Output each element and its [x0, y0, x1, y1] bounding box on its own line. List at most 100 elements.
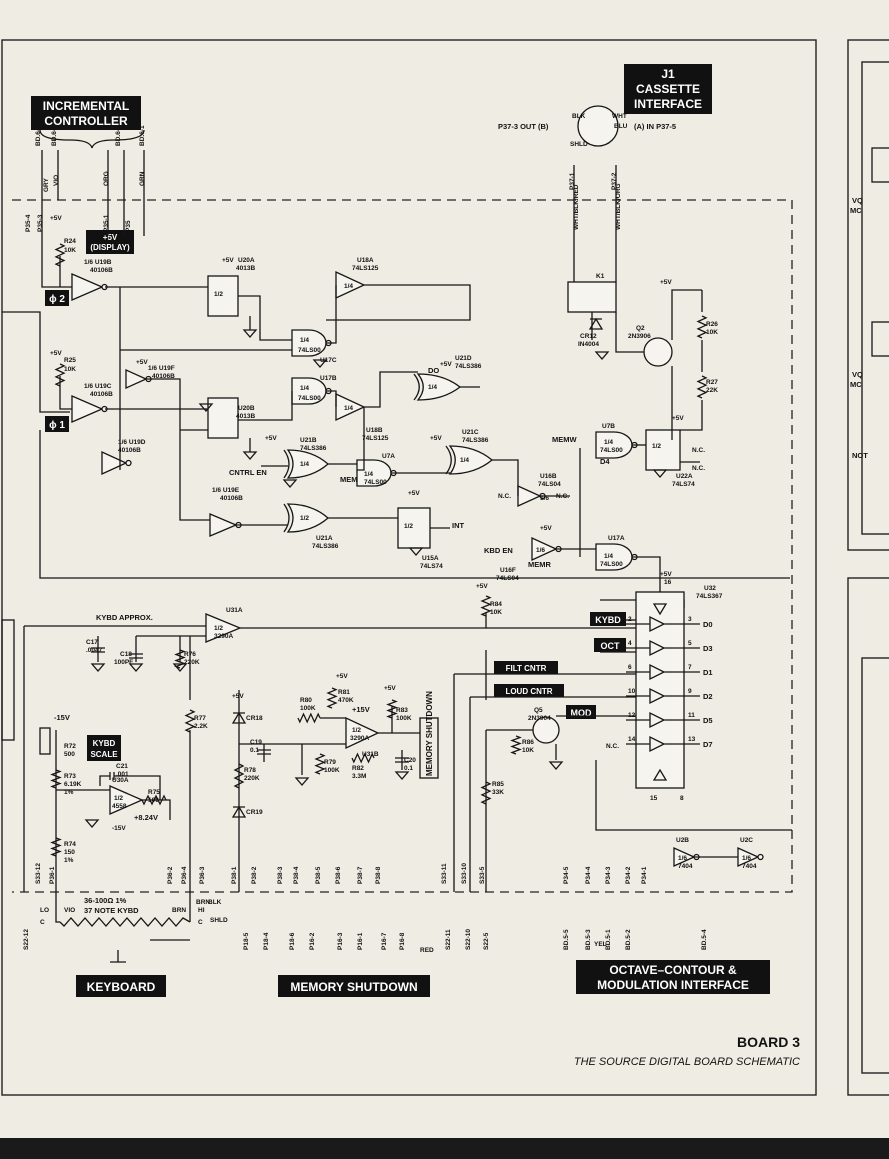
kybd-signal-block: [590, 612, 626, 626]
bottom-connector-P16-8: P16-8: [399, 932, 406, 950]
component-label-116: .001: [116, 771, 129, 778]
kybd-scale-line2: SCALE: [90, 750, 118, 759]
memr-2: MEMR: [528, 560, 551, 569]
u30a-amp: [109, 785, 144, 815]
incremental-line2: CONTROLLER: [44, 114, 128, 128]
component-label-140: C20: [404, 757, 416, 764]
j1-line3: INTERFACE: [634, 97, 702, 111]
component-label-44: U21C: [462, 429, 479, 436]
keyboard-block: [76, 975, 166, 997]
incremental-line1: INCREMENTAL: [43, 99, 129, 113]
component-label-124: R78: [244, 767, 256, 774]
wire-color-YEL: YEL: [594, 941, 607, 948]
u32-output-D3: D3: [703, 644, 713, 653]
r73-resistor: [50, 769, 62, 789]
bottom-connector-P34-5: P34-5: [563, 866, 570, 884]
u32-pin-15: 15: [650, 795, 658, 802]
kybd-scale-block: [87, 735, 121, 761]
r27-resistor: [696, 375, 708, 399]
wire-67: [555, 715, 636, 760]
component-label-82: Q2: [636, 325, 645, 332]
wire-color-BRN: BRN: [196, 899, 210, 906]
component-label-102: 220K: [184, 659, 200, 666]
r25-resistor: [54, 363, 66, 387]
wire-color-BLK: BLK: [572, 113, 586, 120]
bottom-connector-S22-5: S22-5: [483, 932, 490, 950]
wire-38: [671, 289, 702, 340]
component-label-30: 74LS00: [298, 347, 321, 354]
oct-signal-label: OCT: [601, 641, 621, 651]
bottom-connector-P18-5: P18-5: [243, 932, 250, 950]
component-label-146: 2N3904: [528, 715, 551, 722]
component-label-92: R84: [490, 601, 502, 608]
component-label-52: 74LS00: [364, 479, 387, 486]
controller-brace: [39, 129, 145, 149]
wire-color-ORG: ORG: [103, 171, 110, 186]
octave-interface-block: [576, 960, 770, 994]
u32-pin-out-0: 3: [688, 616, 692, 623]
top-connector-BD.6-3: BD.6-3: [51, 125, 58, 146]
component-label-107: R73: [64, 773, 76, 780]
component-label-51: 1/4: [364, 471, 373, 478]
r26-resistor: [696, 315, 708, 339]
component-label-53: +5V: [408, 490, 420, 497]
bottom-connector-P16-3: P16-3: [337, 932, 344, 950]
u21a-gate-xor-arc: [283, 503, 290, 533]
r80-resistor: [297, 712, 321, 724]
bottom-connector-S33-5: S33-5: [479, 866, 486, 884]
phi2-block: [45, 290, 69, 306]
component-label-143: 3290A: [350, 735, 369, 742]
u21b-gate: [286, 449, 329, 479]
wire-color-GRN: GRN: [139, 171, 146, 186]
keyboard-contact-0: LO: [40, 907, 49, 914]
int-label: INT: [452, 521, 465, 530]
u21a-gate: [286, 503, 329, 533]
r84-resistor: [480, 595, 492, 617]
wire-19: [364, 371, 418, 408]
component-label-9: 40106B: [90, 391, 113, 398]
q2-transistor: [643, 337, 673, 367]
component-label-65: 1/6: [536, 547, 545, 554]
u16f-gate: [531, 536, 558, 562]
board-outline: [12, 199, 793, 893]
component-label-50: U7A: [382, 453, 395, 460]
keyboard-contact-5: BRN: [172, 907, 186, 914]
component-label-131: 100K: [300, 705, 316, 712]
board-title: BOARD 3: [737, 1034, 800, 1050]
bottom-connector-BD.5-5: BD.5-5: [563, 929, 570, 950]
r78-resistor: [233, 763, 245, 789]
component-label-1: R24: [64, 238, 76, 245]
component-label-87: 22K: [706, 387, 718, 394]
display-5v-line1: +5V: [103, 233, 118, 242]
ground-3: [242, 329, 258, 338]
component-label-147: R86: [522, 739, 534, 746]
memory-shutdown-label: MEMORY SHUTDOWN: [290, 980, 417, 994]
wire-layer: [23, 150, 792, 963]
u32-pin-in-4: 12: [628, 712, 636, 719]
right-inner-bottom: [861, 657, 889, 1074]
top-connector-P37-1: P37-1: [569, 172, 576, 190]
component-label-23: U18A: [357, 257, 374, 264]
bottom-connector-P16-1: P16-1: [357, 932, 364, 950]
u32-pin-out-2: 7: [688, 664, 692, 671]
component-label-8: 1/6 U19C: [84, 383, 112, 390]
u32-pin-in-5: 14: [628, 736, 636, 743]
component-label-41: 74LS386: [300, 445, 327, 452]
component-label-98: .0047: [86, 647, 103, 654]
right-panel-top: [847, 39, 889, 551]
component-label-47: U21A: [316, 535, 333, 542]
c20-cap: [395, 757, 409, 763]
component-label-31: U17C: [320, 357, 337, 364]
u32-output-D7: D7: [703, 740, 713, 749]
ground-9: [294, 777, 310, 786]
component-label-49: 1/2: [300, 515, 309, 522]
minus15v-label: -15V: [54, 713, 70, 722]
component-label-33: 74LS00: [298, 395, 321, 402]
component-label-114: 100: [148, 797, 159, 804]
component-label-121: +5V: [232, 693, 244, 700]
bottom-connector-P34-3: P34-3: [605, 866, 612, 884]
component-label-12: 1/6 U19E: [212, 487, 240, 494]
component-label-109: 1%: [64, 789, 74, 796]
component-label-153: U2C: [740, 837, 753, 844]
